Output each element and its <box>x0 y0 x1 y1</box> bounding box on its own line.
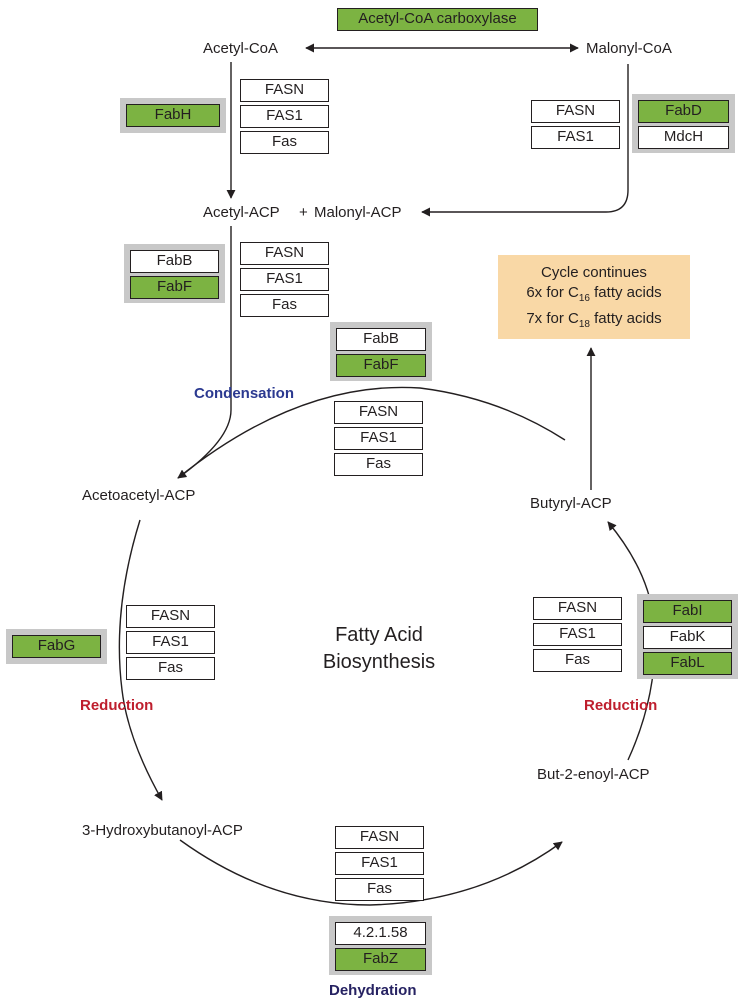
enzyme-fas: Fas <box>533 649 622 672</box>
enzyme-fabh: FabH <box>126 104 220 127</box>
enzyme-fabg: FabG <box>12 635 101 658</box>
enzyme-fas1: FAS1 <box>240 105 329 128</box>
enzyme-fabd: FabD <box>638 100 729 123</box>
edge-cycle-bottom <box>179 839 563 906</box>
enzyme-fas: Fas <box>240 294 329 317</box>
enzyme-fabb: FabB <box>336 328 426 351</box>
step-condensation: Condensation <box>194 385 294 402</box>
enzyme-fas1: FAS1 <box>533 623 622 646</box>
metabolite-but-2-enoyl-acp: But-2-enoyl-ACP <box>537 766 650 783</box>
enzyme-fasn: FASN <box>335 826 424 849</box>
enzyme-fasn: FASN <box>126 605 215 628</box>
enzyme-fas: Fas <box>126 657 215 680</box>
plus-sign: + <box>299 204 308 221</box>
enzyme-acetyl-coa-carboxylase: Acetyl-CoA carboxylase <box>337 8 538 31</box>
enzyme-mdch: MdcH <box>638 126 729 149</box>
metabolite-malonyl-acp: Malonyl-ACP <box>314 204 402 221</box>
enzyme-fasn: FASN <box>240 79 329 102</box>
enzyme-fabl: FabL <box>643 652 732 675</box>
enzyme-fas1: FAS1 <box>335 852 424 875</box>
enzyme-fas1: FAS1 <box>240 268 329 291</box>
metabolite-acetyl-coa: Acetyl-CoA <box>203 40 279 57</box>
metabolite-acetoacetyl-acp: Acetoacetyl-ACP <box>82 487 196 504</box>
enzyme-fas1: FAS1 <box>334 427 423 450</box>
note-line1: Cycle continues <box>541 264 647 281</box>
enzyme-fas1: FAS1 <box>531 126 620 149</box>
note-line3: 7x for C18 fatty acids <box>526 310 662 330</box>
enzyme-fas: Fas <box>335 878 424 901</box>
metabolite-butyryl-acp: Butyryl-ACP <box>530 495 612 512</box>
metabolite-acetyl-acp: Acetyl-ACP <box>203 204 280 221</box>
enzyme-fabf: FabF <box>336 354 426 377</box>
note-cycle-continues: Cycle continues 6x for C16 fatty acids 7… <box>498 255 690 339</box>
enzyme-fas: Fas <box>334 453 423 476</box>
enzyme-fasn: FASN <box>531 100 620 123</box>
enzyme-ec-4-2-1-58: 4.2.1.58 <box>335 922 426 945</box>
center-title: Fatty Acid Biosynthesis <box>322 624 436 673</box>
enzyme-fasn: FASN <box>240 242 329 265</box>
enzyme-fabz: FabZ <box>335 948 426 971</box>
enzyme-fabk: FabK <box>643 626 732 649</box>
step-dehydration: Dehydration <box>329 982 417 999</box>
enzyme-fabi: FabI <box>643 600 732 623</box>
step-reduction-right: Reduction <box>584 697 658 714</box>
enzyme-fas: Fas <box>240 131 329 154</box>
metabolite-3-hydroxybutanoyl-acp: 3-Hydroxybutanoyl-ACP <box>82 822 243 839</box>
note-line2: 6x for C16 fatty acids <box>526 284 662 304</box>
step-reduction-left: Reduction <box>80 697 154 714</box>
edge-cycle-left-top <box>118 519 163 801</box>
enzyme-fasn: FASN <box>533 597 622 620</box>
enzyme-fabb: FabB <box>130 250 219 273</box>
edge-malonylcoa-malonylacp <box>421 64 629 217</box>
edge-cycle-top <box>177 386 566 479</box>
enzyme-fas1: FAS1 <box>126 631 215 654</box>
enzyme-fabf: FabF <box>130 276 219 299</box>
metabolite-malonyl-coa: Malonyl-CoA <box>586 40 672 57</box>
enzyme-fasn: FASN <box>334 401 423 424</box>
